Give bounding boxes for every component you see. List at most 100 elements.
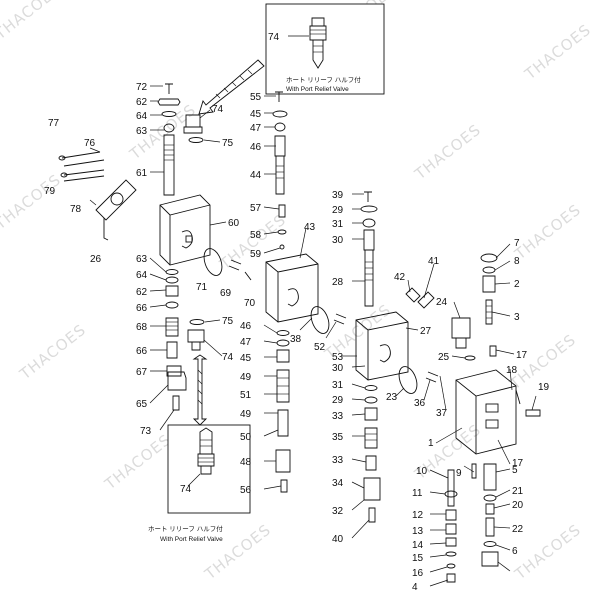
section-left: [58, 83, 252, 411]
part-label: 47: [250, 123, 262, 134]
part-label: 66: [136, 303, 148, 314]
watermark: THACOES: [511, 201, 585, 264]
section-center: [265, 91, 347, 493]
part-label: 22: [512, 524, 524, 535]
part-label: 64: [136, 111, 148, 122]
part-label: 43: [304, 222, 316, 233]
part-label: 46: [250, 142, 262, 153]
part-label: 46: [240, 321, 252, 332]
part-label: 23: [386, 392, 398, 403]
part-label: 74: [268, 32, 280, 43]
part-label: 24: [436, 297, 448, 308]
part-label: 30: [332, 363, 344, 374]
part-label: 19: [538, 382, 550, 393]
part-label: 29: [332, 395, 344, 406]
part-label: 64: [136, 270, 148, 281]
part-label: 62: [136, 287, 148, 298]
inset-caption-en: With Port Relief Valve: [160, 536, 223, 543]
part-label: 33: [332, 411, 344, 422]
part-label: 59: [250, 249, 262, 260]
watermark: THACOES: [0, 171, 64, 234]
part-label: 71: [196, 282, 208, 293]
part-label: 17: [512, 458, 524, 469]
part-label: 18: [506, 365, 518, 376]
part-label: 68: [136, 322, 148, 333]
part-label: 58: [250, 230, 262, 241]
part-label: 50: [240, 432, 252, 443]
part-label: 10: [416, 466, 428, 477]
part-label: 55: [250, 92, 262, 103]
part-label: 32: [332, 506, 344, 517]
part-label: 61: [136, 168, 148, 179]
part-label: 47: [240, 337, 252, 348]
part-label: 5: [512, 465, 518, 476]
part-label: 62: [136, 97, 148, 108]
part-label: 75: [222, 316, 234, 327]
part-label: 74: [212, 104, 224, 115]
part-label: 31: [332, 219, 344, 230]
part-label: 74: [222, 352, 234, 363]
part-label: 34: [332, 478, 344, 489]
part-label: 69: [220, 288, 232, 299]
part-label: 44: [250, 170, 262, 181]
part-label: 56: [240, 485, 252, 496]
watermark: THACOES: [101, 431, 175, 494]
watermark: THACOES: [411, 121, 485, 184]
part-label: 63: [136, 254, 148, 265]
part-label: 79: [44, 186, 56, 197]
part-label: 25: [438, 352, 450, 363]
part-label: 60: [228, 218, 240, 229]
part-label: 72: [136, 82, 148, 93]
part-label: 75: [222, 138, 234, 149]
part-label: 45: [250, 109, 262, 120]
part-label: 1: [428, 438, 434, 449]
watermark: THACOES: [16, 321, 90, 384]
part-label: 35: [332, 432, 344, 443]
part-label: 15: [412, 553, 424, 564]
part-label: 41: [428, 256, 440, 267]
part-label: 73: [140, 426, 152, 437]
part-label: 11: [412, 488, 423, 499]
part-label: 37: [436, 408, 448, 419]
part-label: 57: [250, 203, 262, 214]
inset-caption-en: With Port Relief Valve: [286, 86, 349, 93]
part-label: 70: [244, 298, 256, 309]
part-label: 51: [240, 390, 252, 401]
inset-caption-jp: ホート リリーフ ハルフ付: [148, 524, 223, 533]
part-label: 27: [420, 326, 432, 337]
part-label: 6: [512, 546, 518, 557]
part-label: 7: [514, 238, 520, 249]
part-label: 13: [412, 526, 424, 537]
inset-top: 74 ホート リリーフ ハルフ付 With Port Relief Valve: [265, 3, 385, 95]
part-label: 49: [240, 372, 252, 383]
part-label: 74: [180, 484, 192, 495]
part-label: 49: [240, 409, 252, 420]
part-label: 78: [70, 204, 82, 215]
watermark: THACOES: [521, 21, 595, 84]
part-label: 42: [394, 272, 406, 283]
part-label: 48: [240, 457, 252, 468]
part-label: 67: [136, 367, 148, 378]
part-label: 8: [514, 256, 520, 267]
part-label: 40: [332, 534, 344, 545]
watermark: THACOES: [216, 211, 290, 274]
part-label: 38: [290, 334, 302, 345]
inset-caption-jp: ホート リリーフ ハルフ付: [286, 75, 361, 84]
part-label: 53: [332, 352, 344, 363]
part-label: 17: [516, 350, 528, 361]
part-label: 45: [240, 353, 252, 364]
part-label: 14: [412, 540, 424, 551]
part-label: 20: [512, 500, 524, 511]
part-label: 31: [332, 380, 344, 391]
part-label: 21: [512, 486, 524, 497]
part-label: 30: [332, 235, 344, 246]
part-label: 36: [414, 398, 426, 409]
part-label: 76: [84, 138, 96, 149]
part-label: 39: [332, 190, 344, 201]
part-label: 33: [332, 455, 344, 466]
part-label: 3: [514, 312, 520, 323]
part-label: 28: [332, 277, 344, 288]
part-label: 12: [412, 510, 424, 521]
part-label: 52: [314, 342, 326, 353]
